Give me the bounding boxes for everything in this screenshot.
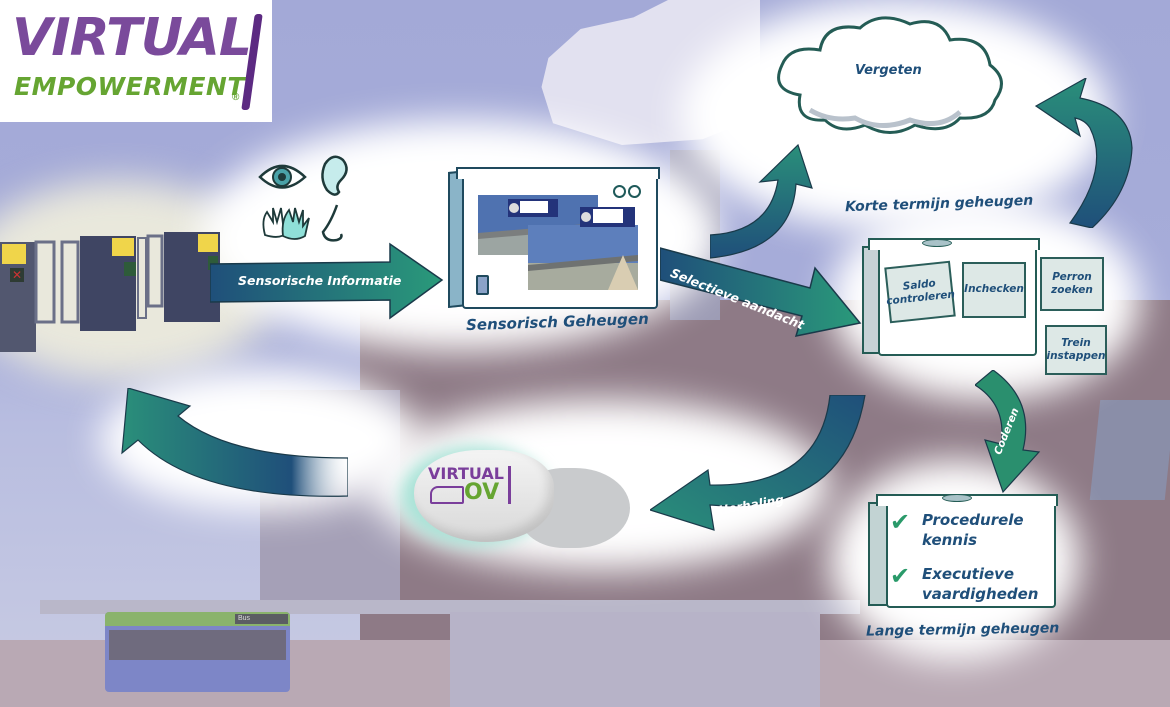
- eye-icon: [258, 164, 307, 189]
- gate-2: [60, 236, 147, 331]
- ticket-gates: ✕: [0, 232, 220, 352]
- note-perron-zoeken: Perron zoeken: [1040, 257, 1104, 311]
- box-slot: [942, 494, 972, 502]
- bus-sign: Bus: [235, 614, 288, 624]
- device-lens-icon: [628, 185, 641, 198]
- departure-board: [580, 207, 635, 227]
- check-icon: ✔: [890, 508, 911, 536]
- logo-line1: VIRTUAL: [12, 8, 252, 68]
- headset-brand-line1: VIRTUAL: [428, 464, 504, 483]
- sensory-information-label: Sensorische Informatie: [238, 273, 402, 288]
- bus-windows: [109, 630, 286, 660]
- arrow-rehearsal: [650, 395, 866, 531]
- senses-icons: [258, 155, 348, 242]
- registered-mark: ®: [232, 92, 240, 103]
- departure-board: [508, 199, 558, 217]
- check-icon: ✔: [890, 562, 911, 590]
- box-slot: [922, 239, 952, 247]
- station-platform-photo: [478, 195, 638, 290]
- long-term-box: [868, 490, 1058, 610]
- ear-icon: [321, 155, 348, 196]
- nose-icon: [321, 204, 343, 242]
- arrow-back-to-gates: [121, 388, 348, 497]
- platform-canopy: [40, 600, 860, 614]
- gate-1: ✕: [0, 240, 56, 352]
- box-face: [886, 502, 1056, 608]
- note-saldo-controleren: Saldo controleren: [884, 260, 956, 324]
- device-lens-icon: [613, 185, 626, 198]
- sensory-memory-device: [448, 163, 660, 311]
- arrow-selective-attention: [660, 247, 862, 337]
- device-top: [456, 167, 660, 179]
- forget-label: Vergeten: [855, 63, 922, 78]
- station-hall: [450, 612, 820, 707]
- vr-headset: VIRTUAL OV: [400, 440, 640, 560]
- headset-divider: [508, 466, 511, 504]
- arrow-encoding: [975, 370, 1041, 494]
- arrow-sensory-to-forget: [710, 143, 813, 259]
- station-window: [1089, 400, 1170, 500]
- box-top: [868, 238, 1040, 250]
- deny-icon: ✕: [12, 268, 22, 282]
- headset-train-icon: [430, 486, 464, 504]
- bus: Bus: [105, 612, 290, 692]
- logo-line2: EMPOWERMENT: [14, 72, 245, 101]
- hands-icon: [262, 207, 310, 240]
- long-term-item-procedural: Procedurele kennis: [922, 511, 1024, 549]
- forget-cloud: [777, 16, 1003, 134]
- virtual-empowerment-logo: VIRTUAL EMPOWERMENT ®: [0, 0, 272, 122]
- arrow-short-term-to-forget: [1034, 78, 1133, 228]
- note-inchecken: Inchecken: [962, 262, 1026, 318]
- note-trein-instappen: Trein instappen: [1045, 325, 1107, 375]
- headset-brand-line2: OV: [464, 480, 500, 505]
- long-term-label: Lange termijn geheugen: [865, 620, 1060, 640]
- long-term-item-executive: Executieve vaardigheden: [922, 565, 1039, 603]
- device-button-icon: [476, 275, 489, 295]
- arrow-sensory-information: [210, 242, 444, 320]
